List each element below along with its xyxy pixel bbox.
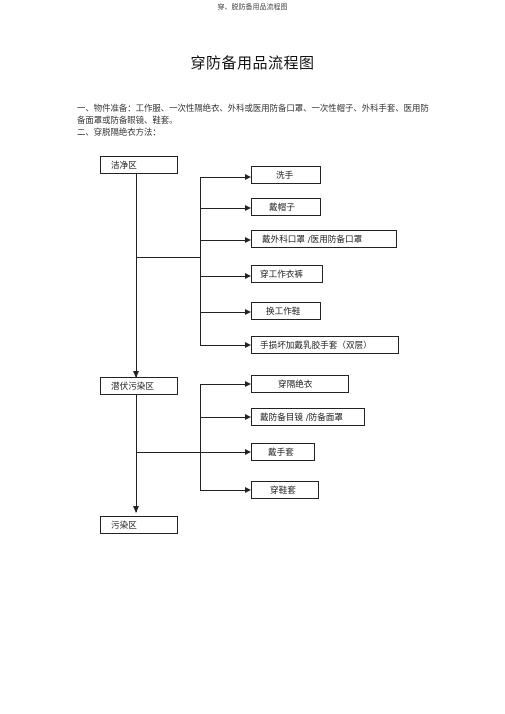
group2-connector — [200, 384, 246, 385]
flow-arrow-to-zone3 — [133, 506, 139, 513]
group2-arrow — [245, 414, 251, 420]
group1-connector — [200, 345, 246, 346]
group2-bracket-line — [200, 384, 201, 490]
step-wear-cap: 戴帽子 — [251, 198, 321, 216]
group1-arrow — [245, 205, 251, 211]
step-wear-goggles: 戴防备目镜 /防备面罩 — [251, 408, 365, 426]
group2-connector — [200, 452, 246, 453]
step-wear-gloves: 戴手套 — [251, 443, 315, 461]
intro-materials: 一、物件准备：工作服、一次性隔绝衣、外科或医用防备口罩、一次性帽子、外科手套、医… — [77, 103, 429, 125]
step-wash-hands: 洗手 — [251, 166, 321, 184]
group1-bracket-line — [200, 177, 201, 345]
group1-connector — [200, 177, 246, 178]
group1-arrow — [245, 342, 251, 348]
intro-method-heading: 二、穿脱隔绝衣方法： — [77, 127, 161, 137]
group1-arrow — [245, 309, 251, 315]
group1-connector — [200, 312, 246, 313]
group1-arrow — [245, 273, 251, 279]
group2-arrow — [245, 487, 251, 493]
step-wear-isolation-gown: 穿隔绝衣 — [251, 375, 349, 393]
group1-connector — [200, 240, 246, 241]
group1-arrow — [245, 174, 251, 180]
step-change-shoes: 换工作鞋 — [251, 302, 321, 320]
page-header: 穿、脱防备用品流程图 — [217, 3, 288, 11]
group1-branch-line — [136, 257, 200, 258]
zone-potential-contamination: 潜伏污染区 — [100, 377, 178, 395]
flow-main-line — [136, 174, 137, 512]
flow-arrow-to-zone2 — [133, 371, 139, 378]
group2-connector — [200, 490, 246, 491]
zone-clean: 洁净区 — [100, 156, 178, 174]
step-wear-shoe-covers: 穿鞋套 — [251, 481, 319, 499]
group1-arrow — [245, 237, 251, 243]
group2-arrow — [245, 449, 251, 455]
page-title: 穿防备用品流程图 — [190, 54, 315, 72]
group2-arrow — [245, 381, 251, 387]
group1-connector — [200, 208, 246, 209]
step-double-gloves: 手损坏加戴乳胶手套（双层） — [251, 336, 399, 354]
step-wear-mask: 戴外科口罩 /医用防备口罩 — [251, 230, 397, 248]
zone-contaminated: 污染区 — [100, 516, 178, 534]
group2-connector — [200, 417, 246, 418]
group1-connector — [200, 276, 246, 277]
group2-branch-line — [136, 452, 200, 453]
step-wear-work-clothes: 穿工作衣裤 — [251, 265, 323, 283]
